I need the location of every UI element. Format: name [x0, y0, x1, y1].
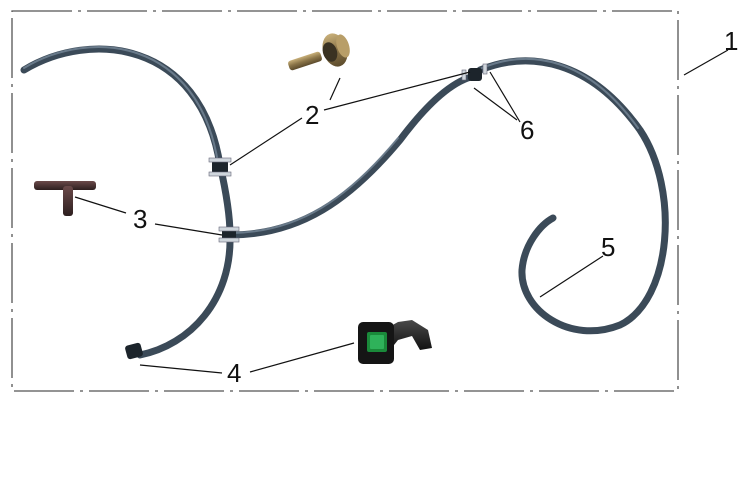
- tee-connector-part: [34, 181, 96, 216]
- fuel-hose-assembly: [20, 45, 669, 359]
- hose-clamp: [218, 226, 240, 243]
- hose-clamp: [461, 63, 488, 81]
- diagram-frame: [11, 10, 679, 392]
- check-valve-part: [288, 33, 350, 71]
- callout-6: 6: [520, 115, 534, 145]
- quick-connector-elbow-part: [358, 320, 432, 364]
- callout-2: 2: [305, 100, 319, 130]
- callout-4: 4: [227, 358, 241, 388]
- leader-lines: [74, 49, 729, 374]
- callout-1: 1: [724, 26, 738, 56]
- callout-3: 3: [133, 204, 147, 234]
- hose-clamp: [208, 157, 232, 177]
- hose-end-connector: [125, 342, 143, 360]
- callout-5: 5: [601, 232, 615, 262]
